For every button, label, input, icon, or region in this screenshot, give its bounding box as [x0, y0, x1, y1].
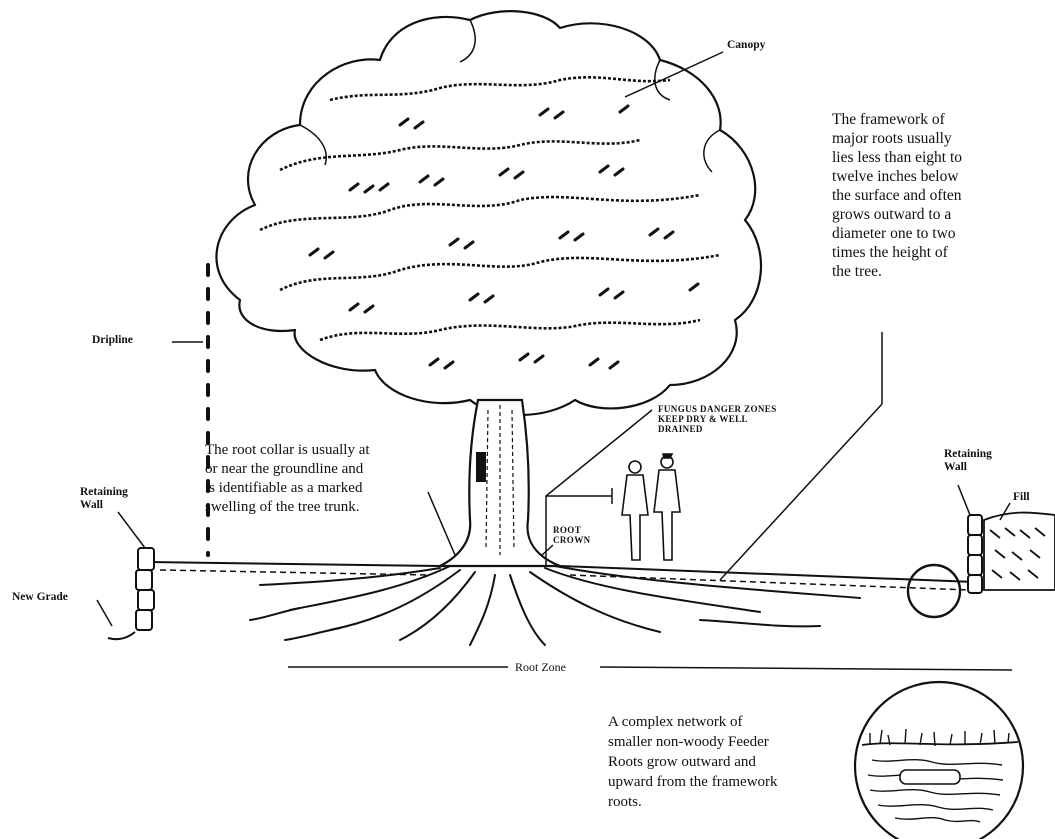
label-root-zone: Root Zone [515, 661, 566, 673]
label-fungus-danger-2: KEEP DRY & WELL [658, 414, 748, 424]
framework-note-line: twelve inches below [832, 167, 962, 186]
feeder-note-line: A complex network of [608, 712, 778, 732]
new-grade-leader [97, 600, 112, 626]
label-retaining-wall-left-2: Wall [80, 500, 103, 512]
feeder-root-highlight-circle [908, 565, 960, 617]
feeder-roots-note: A complex network of smaller non-woody F… [608, 712, 778, 812]
label-root-crown-2: CROWN [553, 535, 591, 545]
feeder-note-line: Roots grow outward and [608, 752, 778, 772]
label-dripline: Dripline [92, 335, 133, 347]
framework-note-line: the surface and often [832, 186, 962, 205]
right-wall-leader [958, 485, 970, 515]
root-zone-line [288, 667, 1012, 670]
framework-note-line: grows outward to a [832, 205, 962, 224]
framework-leader-diagonal [720, 404, 882, 580]
root-collar-note: The root collar is usually at or near th… [205, 441, 370, 517]
label-fungus-danger-3: DRAINED [658, 424, 703, 434]
fill-soil [984, 513, 1055, 590]
label-retaining-wall-right-1: Retaining [944, 449, 992, 461]
framework-note-line: lies less than eight to [832, 148, 962, 167]
label-canopy: Canopy [727, 40, 765, 52]
framework-note-line: the tree. [832, 262, 962, 281]
label-fungus-danger-1: FUNGUS DANGER ZONES [658, 404, 777, 414]
root-collar-leader [428, 492, 455, 555]
feeder-note-line: smaller non-woody Feeder [608, 732, 778, 752]
framework-note-line: major roots usually [832, 129, 962, 148]
root-collar-note-line: or near the groundline and [205, 460, 370, 479]
root-collar-note-line: is identifiable as a marked [205, 479, 370, 498]
feeder-note-line: roots. [608, 792, 778, 812]
root-collar-note-line: swelling of the tree trunk. [205, 498, 370, 517]
feeder-root-inset [855, 682, 1023, 839]
root-crown-leader [541, 545, 553, 556]
label-fill: Fill [1013, 492, 1030, 504]
right-retaining-wall [968, 515, 982, 593]
left-retaining-wall [108, 548, 154, 639]
tree-trunk [440, 400, 560, 566]
people-figures [622, 454, 680, 560]
framework-note-line: times the height of [832, 243, 962, 262]
root-collar-note-line: The root collar is usually at [205, 441, 370, 460]
left-wall-leader [118, 512, 145, 548]
label-root-crown-1: ROOT [553, 525, 581, 535]
framework-roots-note: The framework of major roots usually lie… [832, 110, 962, 281]
label-retaining-wall-left-1: Retaining [80, 487, 128, 499]
framework-note-line: The framework of [832, 110, 962, 129]
label-new-grade: New Grade [12, 592, 68, 604]
feeder-note-line: upward from the framework [608, 772, 778, 792]
framework-note-line: diameter one to two [832, 224, 962, 243]
label-retaining-wall-right-2: Wall [944, 462, 967, 474]
root-system [250, 566, 860, 645]
